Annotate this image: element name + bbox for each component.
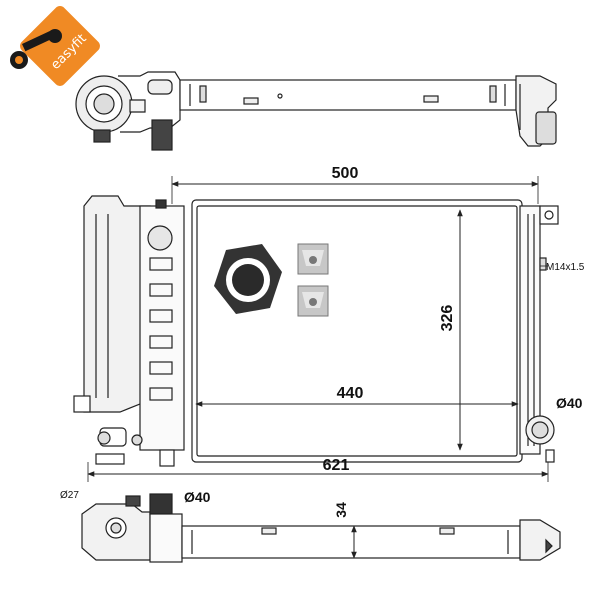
- core-width-label: 440: [337, 385, 364, 402]
- dimension-total-width: 621: [87, 457, 549, 482]
- wrench-icon: [10, 29, 62, 69]
- small-port-label: Ø27: [60, 490, 79, 501]
- height-label: 326: [439, 305, 456, 332]
- top-view: [75, 71, 557, 151]
- dimension-core-width: 440: [195, 385, 519, 407]
- drain-plug-nut: [214, 244, 282, 314]
- small-port-callout: Ø27: [60, 490, 79, 501]
- outlet-diameter-label: Ø40: [556, 395, 583, 411]
- dimension-width-top: 500: [171, 165, 539, 204]
- depth-label: 34: [333, 502, 349, 518]
- easyfit-logo: easyfit: [10, 6, 100, 86]
- bottom-view: [81, 493, 561, 563]
- outlet-diameter-callout: Ø40: [556, 395, 583, 411]
- width-top-label: 500: [332, 165, 359, 182]
- thread-label: M14x1.5: [546, 262, 585, 273]
- front-view: [73, 195, 559, 467]
- inlet-diameter-callout: Ø40: [184, 489, 211, 505]
- mounting-clip-upper: [297, 243, 329, 275]
- mounting-clip-lower: [297, 285, 329, 317]
- thread-callout: M14x1.5: [540, 262, 585, 273]
- total-width-label: 621: [323, 457, 350, 474]
- inlet-diameter-label: Ø40: [184, 489, 211, 505]
- dimension-depth: 34: [333, 502, 357, 559]
- dimension-height: 326: [439, 209, 463, 451]
